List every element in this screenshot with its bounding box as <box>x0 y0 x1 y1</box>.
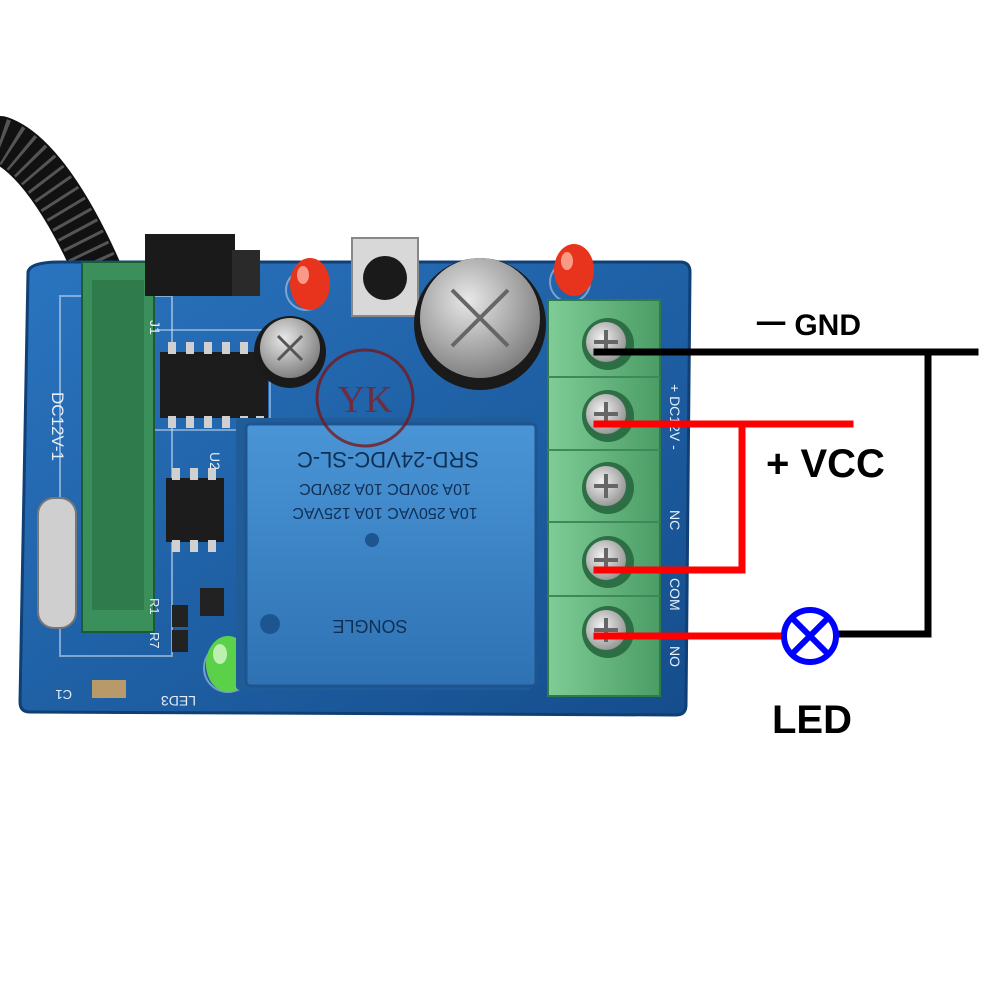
silk-c1: C1 <box>55 687 72 702</box>
screw-icon <box>582 318 634 370</box>
crystal <box>37 497 77 629</box>
red-led-2 <box>554 244 594 296</box>
silk-led3: LED3 <box>161 693 196 709</box>
red-led-1 <box>290 258 330 310</box>
silk-dc12v: + DC12V - <box>667 384 683 450</box>
smd-components <box>92 588 224 698</box>
ic-chip-u1 <box>160 342 268 428</box>
lamp-symbol-icon <box>781 607 839 665</box>
silk-com: COM <box>667 578 683 611</box>
vcc-label: + VCC <box>766 442 885 486</box>
silk-r1: R1 <box>147 598 162 615</box>
relay-brand-label: SONGLE <box>332 616 407 636</box>
screw-icon <box>582 462 634 514</box>
board-model-label: DC12V-1 <box>48 392 67 461</box>
watermark-logo: YK <box>315 348 415 448</box>
silk-j1: J1 <box>147 320 163 335</box>
silk-r7: R7 <box>147 632 162 649</box>
screw-icon <box>582 606 634 658</box>
relay-rating-line-1: 10A 250VAC 10A 125VAC <box>292 504 477 521</box>
vcc-wire <box>593 420 854 640</box>
rf-module <box>81 261 155 633</box>
gnd-label: 一 GND <box>756 309 861 342</box>
capacitor-small <box>254 316 326 388</box>
silk-u2: U2 <box>207 452 223 470</box>
relay-rating-line-2: 10A 30VDC 10A 28VDC <box>299 480 471 497</box>
relay <box>236 418 538 690</box>
silk-nc: NC <box>667 510 683 530</box>
relay-model-label: SRD-24VDC-SL-C <box>297 447 479 472</box>
push-button <box>351 237 419 317</box>
capacitor-large <box>414 258 546 390</box>
ground-wire <box>593 348 979 638</box>
svg-text:YK: YK <box>338 379 393 421</box>
ic-chip-u2 <box>166 468 224 552</box>
silk-no: NO <box>667 646 683 667</box>
led-label: LED <box>772 698 852 742</box>
jumper-j1 <box>145 234 260 296</box>
screw-icon <box>582 390 634 442</box>
screw-icon <box>582 536 634 588</box>
